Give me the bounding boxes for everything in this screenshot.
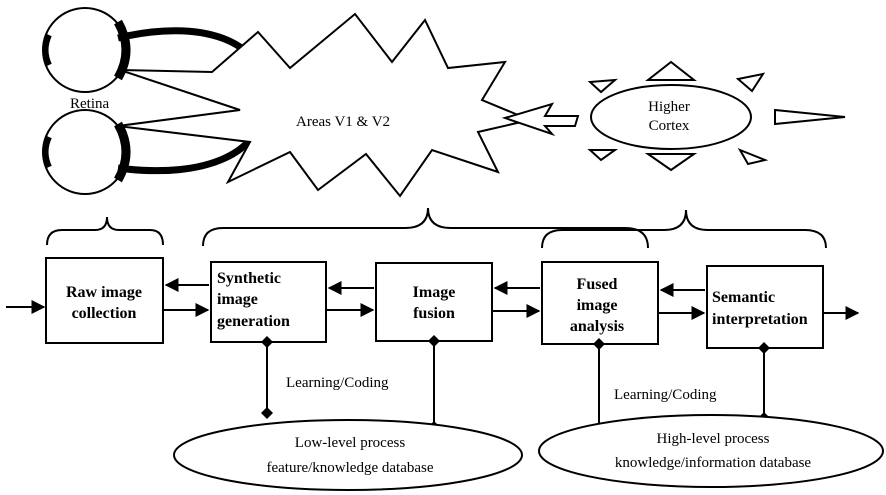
- fusion-label-line2: fusion: [413, 305, 455, 322]
- cortex-ray-upper-left: [587, 78, 618, 94]
- semantic-label-line1: Semantic: [712, 289, 775, 306]
- cortex-ray-top: [645, 60, 697, 81]
- fusion-label-line1: Image: [413, 284, 456, 301]
- cortex-ray-bottom: [644, 153, 698, 172]
- raw-image-collection-box: [45, 257, 164, 344]
- higher-cortex: Higher Cortex: [587, 60, 846, 172]
- eye-top: [42, 7, 131, 93]
- synthetic-label-line2: image: [217, 291, 258, 308]
- learning-coding-right-label: Learning/Coding: [614, 387, 717, 403]
- high-db-label-line2: knowledge/information database: [615, 455, 812, 471]
- cortex-ray-lower-right: [737, 148, 769, 166]
- brace-retina: [46, 216, 164, 246]
- brace-areas: [202, 207, 649, 249]
- analysis-label-line3: analysis: [570, 318, 624, 335]
- image-fusion-box: [375, 262, 493, 342]
- synthetic-label-line3: generation: [217, 313, 290, 330]
- higher-cortex-label-line1: Higher: [648, 99, 690, 115]
- retina-label: Retina: [70, 96, 109, 112]
- low-db-label-line1: Low-level process: [295, 435, 406, 451]
- analysis-label-line1: Fused: [577, 276, 618, 293]
- high-level-database: [538, 414, 884, 488]
- brace-cortex: [541, 209, 827, 249]
- higher-cortex-label-line2: Cortex: [649, 118, 690, 134]
- cortex-ray-lower-left: [587, 149, 619, 162]
- raw-label-line1: Raw image: [66, 284, 142, 301]
- synthetic-label-line1: Synthetic: [217, 270, 281, 287]
- cortex-inflow-arrow: [501, 102, 580, 137]
- analysis-label-line2: image: [577, 297, 618, 314]
- learning-coding-left-label: Learning/Coding: [286, 375, 389, 391]
- semantic-label-line2: interpretation: [712, 311, 808, 328]
- low-level-database: [173, 419, 523, 491]
- areas-v1-v2-label: Areas V1 & V2: [296, 114, 390, 130]
- low-db-label-line2: feature/knowledge database: [267, 460, 434, 476]
- areas-v1-v2-shape: [117, 12, 534, 198]
- high-db-label-line1: High-level process: [657, 431, 770, 447]
- raw-label-line2: collection: [72, 305, 137, 322]
- fused-image-analysis-box: [541, 261, 659, 345]
- semantic-interpretation-box: [706, 265, 824, 349]
- cortex-ray-upper-right: [735, 72, 766, 93]
- cortex-ray-right: [774, 108, 846, 126]
- eye-bottom: [42, 109, 131, 195]
